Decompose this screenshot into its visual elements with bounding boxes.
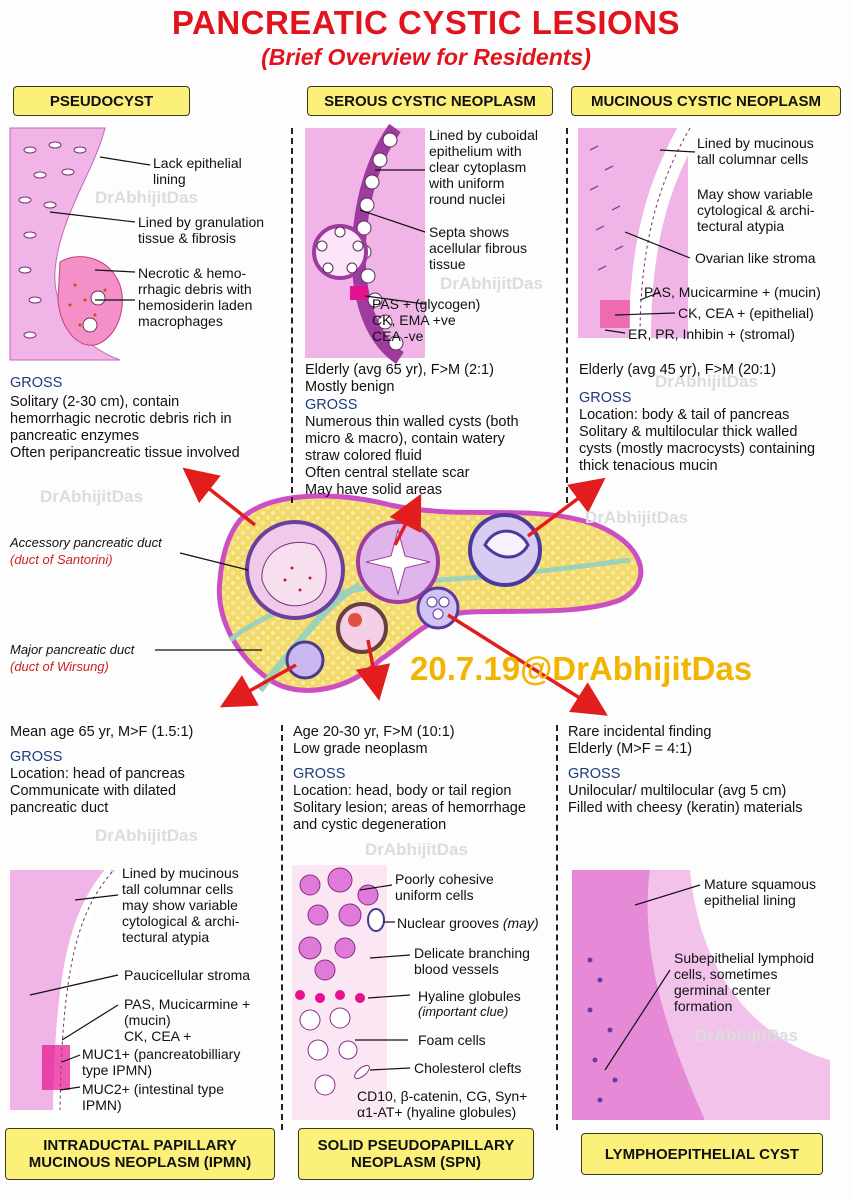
- ipmn-label-muc1: MUC1+ (pancreatobilliary type IPMN): [82, 1046, 241, 1078]
- mucinous-label-mucin: PAS, Mucicarmine + (mucin): [644, 284, 821, 300]
- pseudocyst-gross-heading: GROSS: [10, 375, 63, 391]
- spn-label-cells: Poorly cohesive uniform cells: [395, 871, 494, 903]
- ipmn-leader-lines: [29, 894, 119, 1091]
- author-date-stamp: 20.7.19@DrAbhijitDas: [410, 650, 753, 687]
- page-subtitle: (Brief Overview for Residents): [261, 44, 591, 70]
- header-ipmn: INTRADUCTAL PAPILLARY MUCINOUS NEOPLASM …: [5, 1128, 275, 1180]
- header-spn: SOLID PSEUDOPAPILLARY NEOPLASM (SPN): [298, 1128, 534, 1180]
- spn-histology: [292, 865, 387, 1120]
- mucinous-histology: [578, 122, 700, 339]
- header-lymphoepithelial-cyst: LYMPHOEPITHELIAL CYST: [581, 1133, 823, 1175]
- watermark: DrAbhijitDas: [95, 188, 198, 207]
- pseudocyst-label-debris: Necrotic & hemo- rrhagic debris with hem…: [138, 265, 253, 329]
- accessory-duct-label: Accessory pancreatic duct: [10, 535, 162, 550]
- mucinous-label-lining: Lined by mucinous tall columnar cells: [697, 135, 814, 167]
- spn-label-markers: CD10, β-catenin, CG, Syn+ α1-AT+ (hyalin…: [357, 1088, 528, 1120]
- serous-label-stains: PAS + (glycogen) CK, EMA +ve CEA -ve: [372, 296, 481, 344]
- mucinous-gross-text: Location: body & tail of pancreas Solita…: [579, 407, 816, 474]
- major-duct-eponym: (duct of Wirsung): [10, 659, 109, 674]
- watermark: DrAbhijitDas: [585, 508, 688, 527]
- ipmn-label-lining: Lined by mucinous tall columnar cells ma…: [122, 865, 240, 945]
- mucinous-label-stroma: Ovarian like stroma: [695, 250, 816, 266]
- header-serous-cystic-neoplasm: SEROUS CYSTIC NEOPLASM: [307, 86, 553, 116]
- spn-gross-heading: GROSS: [293, 766, 346, 782]
- accessory-duct-eponym: (duct of Santorini): [10, 552, 113, 567]
- column-divider: [556, 725, 558, 1130]
- column-divider: [291, 128, 293, 503]
- serous-leader-lines: [359, 169, 426, 305]
- watermark: DrAbhijitDas: [695, 1026, 798, 1045]
- watermark: DrAbhijitDas: [95, 826, 198, 845]
- pancreas-illustration: [216, 493, 644, 693]
- mucinous-label-atypia: May show variable cytological & archi- t…: [697, 186, 815, 234]
- spn-label-grooves: Nuclear grooves (may): [397, 915, 539, 931]
- mucinous-gross-heading: GROSS: [579, 390, 632, 406]
- spn-label-vessels: Delicate branching blood vessels: [414, 945, 530, 977]
- ipmn-label-stroma: Paucicellular stroma: [124, 967, 251, 983]
- pseudocyst-label-epithelium: Lack epithelial lining: [153, 155, 242, 187]
- watermark: DrAbhijitDas: [440, 274, 543, 293]
- pseudocyst-gross-text: Solitary (2-30 cm), contain hemorrhagic …: [10, 394, 240, 461]
- serous-label-septa: Septa shows acellular fibrous tissue: [429, 224, 528, 272]
- pseudocyst-histology: [9, 127, 123, 361]
- serous-label-lining: Lined by cuboidal epithelium with clear …: [429, 127, 538, 207]
- spn-label-foam-cells: Foam cells: [418, 1032, 486, 1048]
- mucinous-label-stromal: ER, PR, Inhibin + (stromal): [628, 326, 795, 342]
- lepc-gross-text: Unilocular/ multilocular (avg 5 cm) Fill…: [568, 783, 803, 816]
- pseudocyst-leader-lines: [49, 156, 151, 301]
- spn-intro: Age 20-30 yr, F>M (10:1) Low grade neopl…: [293, 724, 455, 757]
- mucinous-leader-lines: [604, 149, 696, 334]
- spn-gross-text: Location: head, body or tail region Soli…: [293, 783, 526, 833]
- lepc-label-squamous: Mature squamous epithelial lining: [704, 876, 817, 908]
- spn-label-hyaline-clue: (important clue): [418, 1004, 509, 1019]
- watermark: DrAbhijitDas: [365, 840, 468, 859]
- serous-histology: [305, 123, 425, 364]
- lepc-label-lymphoid: Subepithelial lymphoid cells, sometimes …: [674, 950, 815, 1014]
- lepc-leader-lines: [604, 884, 701, 1071]
- spn-label-grooves-qualifier: (may): [502, 915, 539, 931]
- column-divider: [281, 725, 283, 1130]
- lepc-intro: Rare incidental finding Elderly (M>F = 4…: [568, 724, 712, 757]
- ipmn-gross-text: Location: head of pancreas Communicate w…: [10, 766, 185, 816]
- serous-gross-text: Numerous thin walled cysts (both micro &…: [305, 414, 519, 498]
- lepc-gross-heading: GROSS: [568, 766, 621, 782]
- spn-label-hyaline: Hyaline globules: [418, 988, 521, 1004]
- page-title: PANCREATIC CYSTIC LESIONS: [171, 4, 681, 41]
- pseudocyst-label-granulation: Lined by granulation tissue & fibrosis: [138, 214, 265, 246]
- lesion-arrows: [182, 467, 608, 716]
- header-pseudocyst: PSEUDOCYST: [13, 86, 190, 116]
- mucinous-label-epithelial: CK, CEA + (epithelial): [678, 305, 814, 321]
- spn-label-cholesterol: Cholesterol clefts: [414, 1060, 522, 1076]
- duct-leader-lines: [155, 552, 262, 651]
- serous-intro: Elderly (avg 65 yr), F>M (2:1) Mostly be…: [305, 362, 494, 395]
- ipmn-intro: Mean age 65 yr, M>F (1.5:1): [10, 724, 194, 740]
- watermark: DrAbhijitDas: [655, 372, 758, 391]
- major-duct-label: Major pancreatic duct: [10, 642, 135, 657]
- mucinous-intro: Elderly (avg 45 yr), F>M (20:1): [579, 362, 777, 378]
- spn-label-grooves-text: Nuclear grooves: [397, 915, 499, 931]
- column-divider: [566, 128, 568, 503]
- header-mucinous-cystic-neoplasm: MUCINOUS CYSTIC NEOPLASM: [571, 86, 841, 116]
- ipmn-label-stains: PAS, Mucicarmine + (mucin) CK, CEA +: [124, 996, 251, 1044]
- lepc-histology: [572, 870, 830, 1120]
- serous-gross-heading: GROSS: [305, 397, 358, 413]
- ipmn-histology: [10, 867, 118, 1111]
- ipmn-gross-heading: GROSS: [10, 749, 63, 765]
- watermark: DrAbhijitDas: [40, 487, 143, 506]
- spn-leader-lines: [355, 884, 411, 1071]
- ipmn-label-muc2: MUC2+ (intestinal type IPMN): [82, 1081, 225, 1113]
